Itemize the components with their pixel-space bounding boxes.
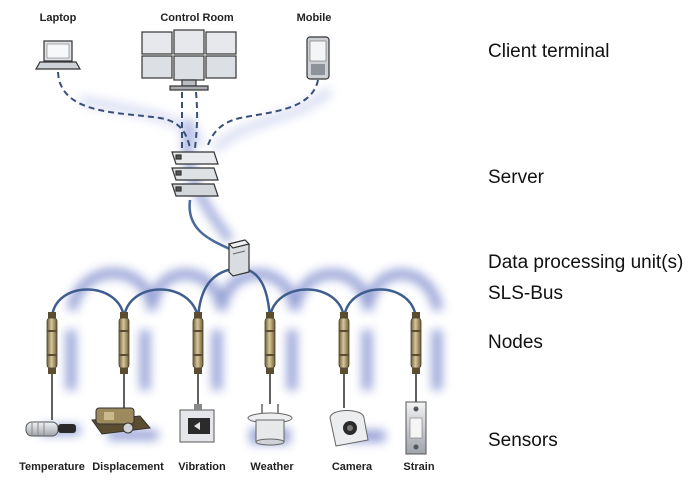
mobile-phone-icon [306,36,330,80]
mobile-label: Mobile [296,12,332,24]
server-cable [188,199,233,252]
camera-icon [329,410,369,447]
layer-server: Server [488,167,544,188]
layer-nodes: Nodes [488,332,543,353]
laptop-link [57,71,191,149]
layer-client-terminal: Client terminal [488,41,610,62]
laptop-label: Laptop [39,12,77,24]
client-links [57,71,319,149]
control-room-link-2 [194,91,199,149]
temperature-probe-icon [25,421,76,437]
node-weather [264,312,276,374]
node-camera [338,312,350,374]
tower-computer-icon [227,239,251,277]
control-room-label: Control Room [160,12,234,24]
displacement-sensor-icon [91,407,151,435]
layer-sls-bus: SLS-Bus [488,283,563,304]
shadow-layer [40,86,443,444]
node-displacement [118,312,130,374]
video-wall-icon [141,29,237,91]
mobile-link [206,79,319,149]
temperature-label: Temperature [19,461,85,473]
vibration-sensor-icon [179,404,215,443]
strain-gauge-icon [405,401,427,455]
layer-sensors: Sensors [488,430,558,451]
node-temperature [46,312,58,374]
sls-bus-line [50,266,418,319]
server-rack-icon [171,151,219,197]
vibration-label: Vibration [178,461,226,473]
strain-label: Strain [403,461,435,473]
weather-station-icon [247,404,293,446]
node-vibration [192,312,204,374]
node-strain [410,312,422,374]
weather-label: Weather [250,461,294,473]
nodes-group [46,312,422,374]
displacement-label: Displacement [92,461,164,473]
laptop-icon [34,40,82,70]
camera-label: Camera [331,461,373,473]
layer-data-processing: Data processing unit(s) [488,252,684,273]
sensor-cables [51,372,417,420]
